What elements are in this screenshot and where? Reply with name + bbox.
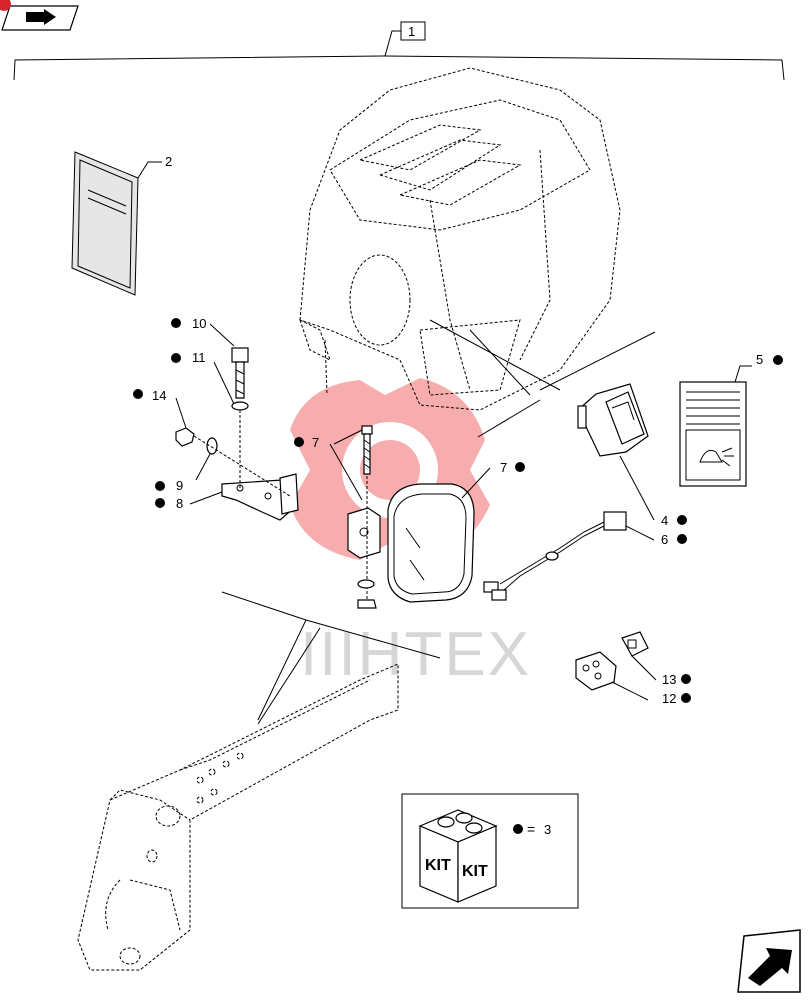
boom-outline: [77, 591, 441, 971]
callout-4: 4: [661, 513, 668, 528]
operator-manual: [71, 151, 162, 296]
flat-washer: [231, 401, 249, 411]
kit-label-left: KIT: [425, 857, 451, 874]
decal-panel: [679, 365, 752, 487]
mount-bolt: [361, 425, 373, 475]
kit-legend: KIT KIT = 3: [401, 793, 579, 909]
legend-equals: =: [527, 821, 535, 837]
callout-10: 10: [192, 316, 206, 331]
callout-1-label: 1: [408, 24, 415, 39]
work-lamp: [387, 483, 475, 603]
callout-7b: 7: [500, 460, 507, 475]
callout-8: 8: [176, 496, 183, 511]
callout-7a: 7: [312, 435, 319, 450]
legend-value: 3: [544, 822, 551, 837]
connector-plug: [621, 631, 649, 657]
cab-outline: [299, 67, 656, 438]
callout-12: 12: [662, 691, 676, 706]
connector-housing: [575, 651, 617, 691]
callout-5: 5: [756, 352, 763, 367]
callout-1: 1: [13, 21, 785, 81]
mounting-plate: [221, 473, 299, 521]
callout-2: 2: [165, 154, 172, 169]
wiring-harness: [483, 511, 627, 601]
callout-11: 11: [192, 350, 206, 365]
watermark-text: IIIHTEX: [300, 620, 531, 689]
callout-6: 6: [661, 532, 668, 547]
next-page-arrow-icon[interactable]: [737, 929, 801, 993]
hex-nut: [175, 427, 195, 447]
kit-label-right: KIT: [462, 863, 488, 880]
callout-13: 13: [662, 672, 676, 687]
kit-box-icon: [418, 809, 498, 903]
light-icon: [699, 447, 734, 467]
hex-bolt: [231, 347, 249, 399]
lamp-bracket: [347, 507, 381, 559]
callout-14: 14: [152, 388, 166, 403]
rocker-switch: [577, 383, 649, 457]
callout-9: 9: [176, 478, 183, 493]
lock-washer: [206, 437, 218, 455]
book-arrow-icon[interactable]: [0, 0, 79, 31]
